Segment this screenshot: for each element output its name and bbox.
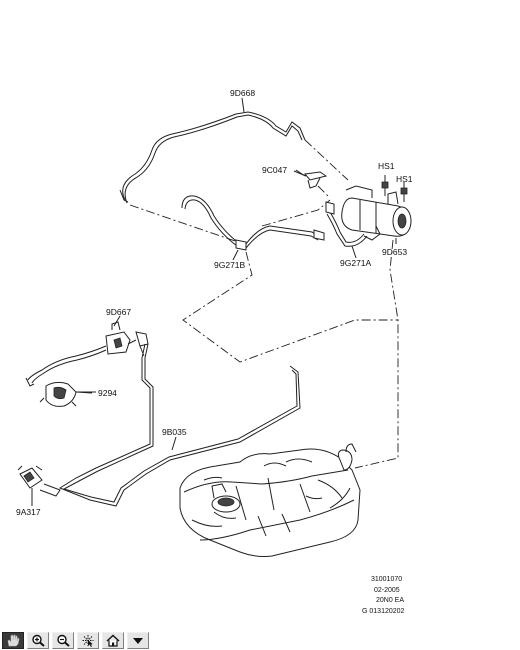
home-icon — [106, 634, 120, 647]
hand-icon — [7, 634, 20, 647]
zoom-in-icon — [32, 634, 45, 647]
purge-valve-9D667 — [25, 321, 149, 387]
fuel-vapor-valve-9294 — [39, 381, 93, 407]
label-9G271A: 9G271A — [340, 258, 372, 268]
leader-line — [293, 170, 307, 177]
routing-line — [354, 239, 399, 469]
routing-line — [182, 251, 398, 363]
evap-canister-9D653 — [325, 175, 412, 247]
home-button[interactable] — [102, 632, 124, 649]
select-tool-button[interactable] — [77, 632, 99, 649]
fuel-system-diagram: 9D668 9C047 HS1 HS1 9D653 9G271B 9G271A … — [16, 88, 413, 615]
routing-line — [304, 139, 349, 181]
ref-code-line-1: 31001070 — [371, 576, 402, 583]
leader-line — [241, 97, 245, 113]
ref-code-line-2: 02-2005 — [374, 587, 400, 594]
label-9A317: 9A317 — [16, 507, 41, 517]
cursor-icon — [82, 635, 94, 647]
label-9294: 9294 — [98, 388, 117, 398]
zoom-in-button[interactable] — [27, 632, 49, 649]
leader-line — [351, 245, 357, 259]
label-9B035: 9B035 — [162, 427, 187, 437]
viewer-toolbar — [0, 631, 172, 650]
label-hs1-left: HS1 — [378, 161, 395, 171]
ref-code-line-4: G 013120202 — [362, 608, 405, 615]
label-9C047: 9C047 — [262, 165, 287, 175]
label-hs1-right: HS1 — [396, 174, 413, 184]
fuel-line-9B035 — [39, 343, 301, 507]
label-9D667: 9D667 — [106, 307, 131, 317]
zoom-out-button[interactable] — [52, 632, 74, 649]
fuel-tank — [179, 443, 361, 557]
vapor-tube-9G271B — [181, 195, 331, 251]
vapor-line-9D668 — [119, 111, 306, 204]
clip-9A317 — [17, 465, 43, 489]
label-9D653: 9D653 — [382, 247, 407, 257]
label-9G271B: 9G271B — [214, 260, 246, 270]
leader-line — [171, 436, 177, 451]
leader-line — [232, 249, 239, 261]
menu-dropdown-button[interactable] — [127, 632, 149, 649]
pan-tool-button[interactable] — [2, 632, 24, 649]
label-9D668: 9D668 — [230, 88, 255, 98]
leader-line — [113, 315, 121, 327]
zoom-out-icon — [57, 634, 70, 647]
triangle-down-icon — [133, 638, 143, 644]
routing-line — [129, 204, 239, 243]
ref-code-line-3: 20N0 EA — [376, 597, 404, 604]
